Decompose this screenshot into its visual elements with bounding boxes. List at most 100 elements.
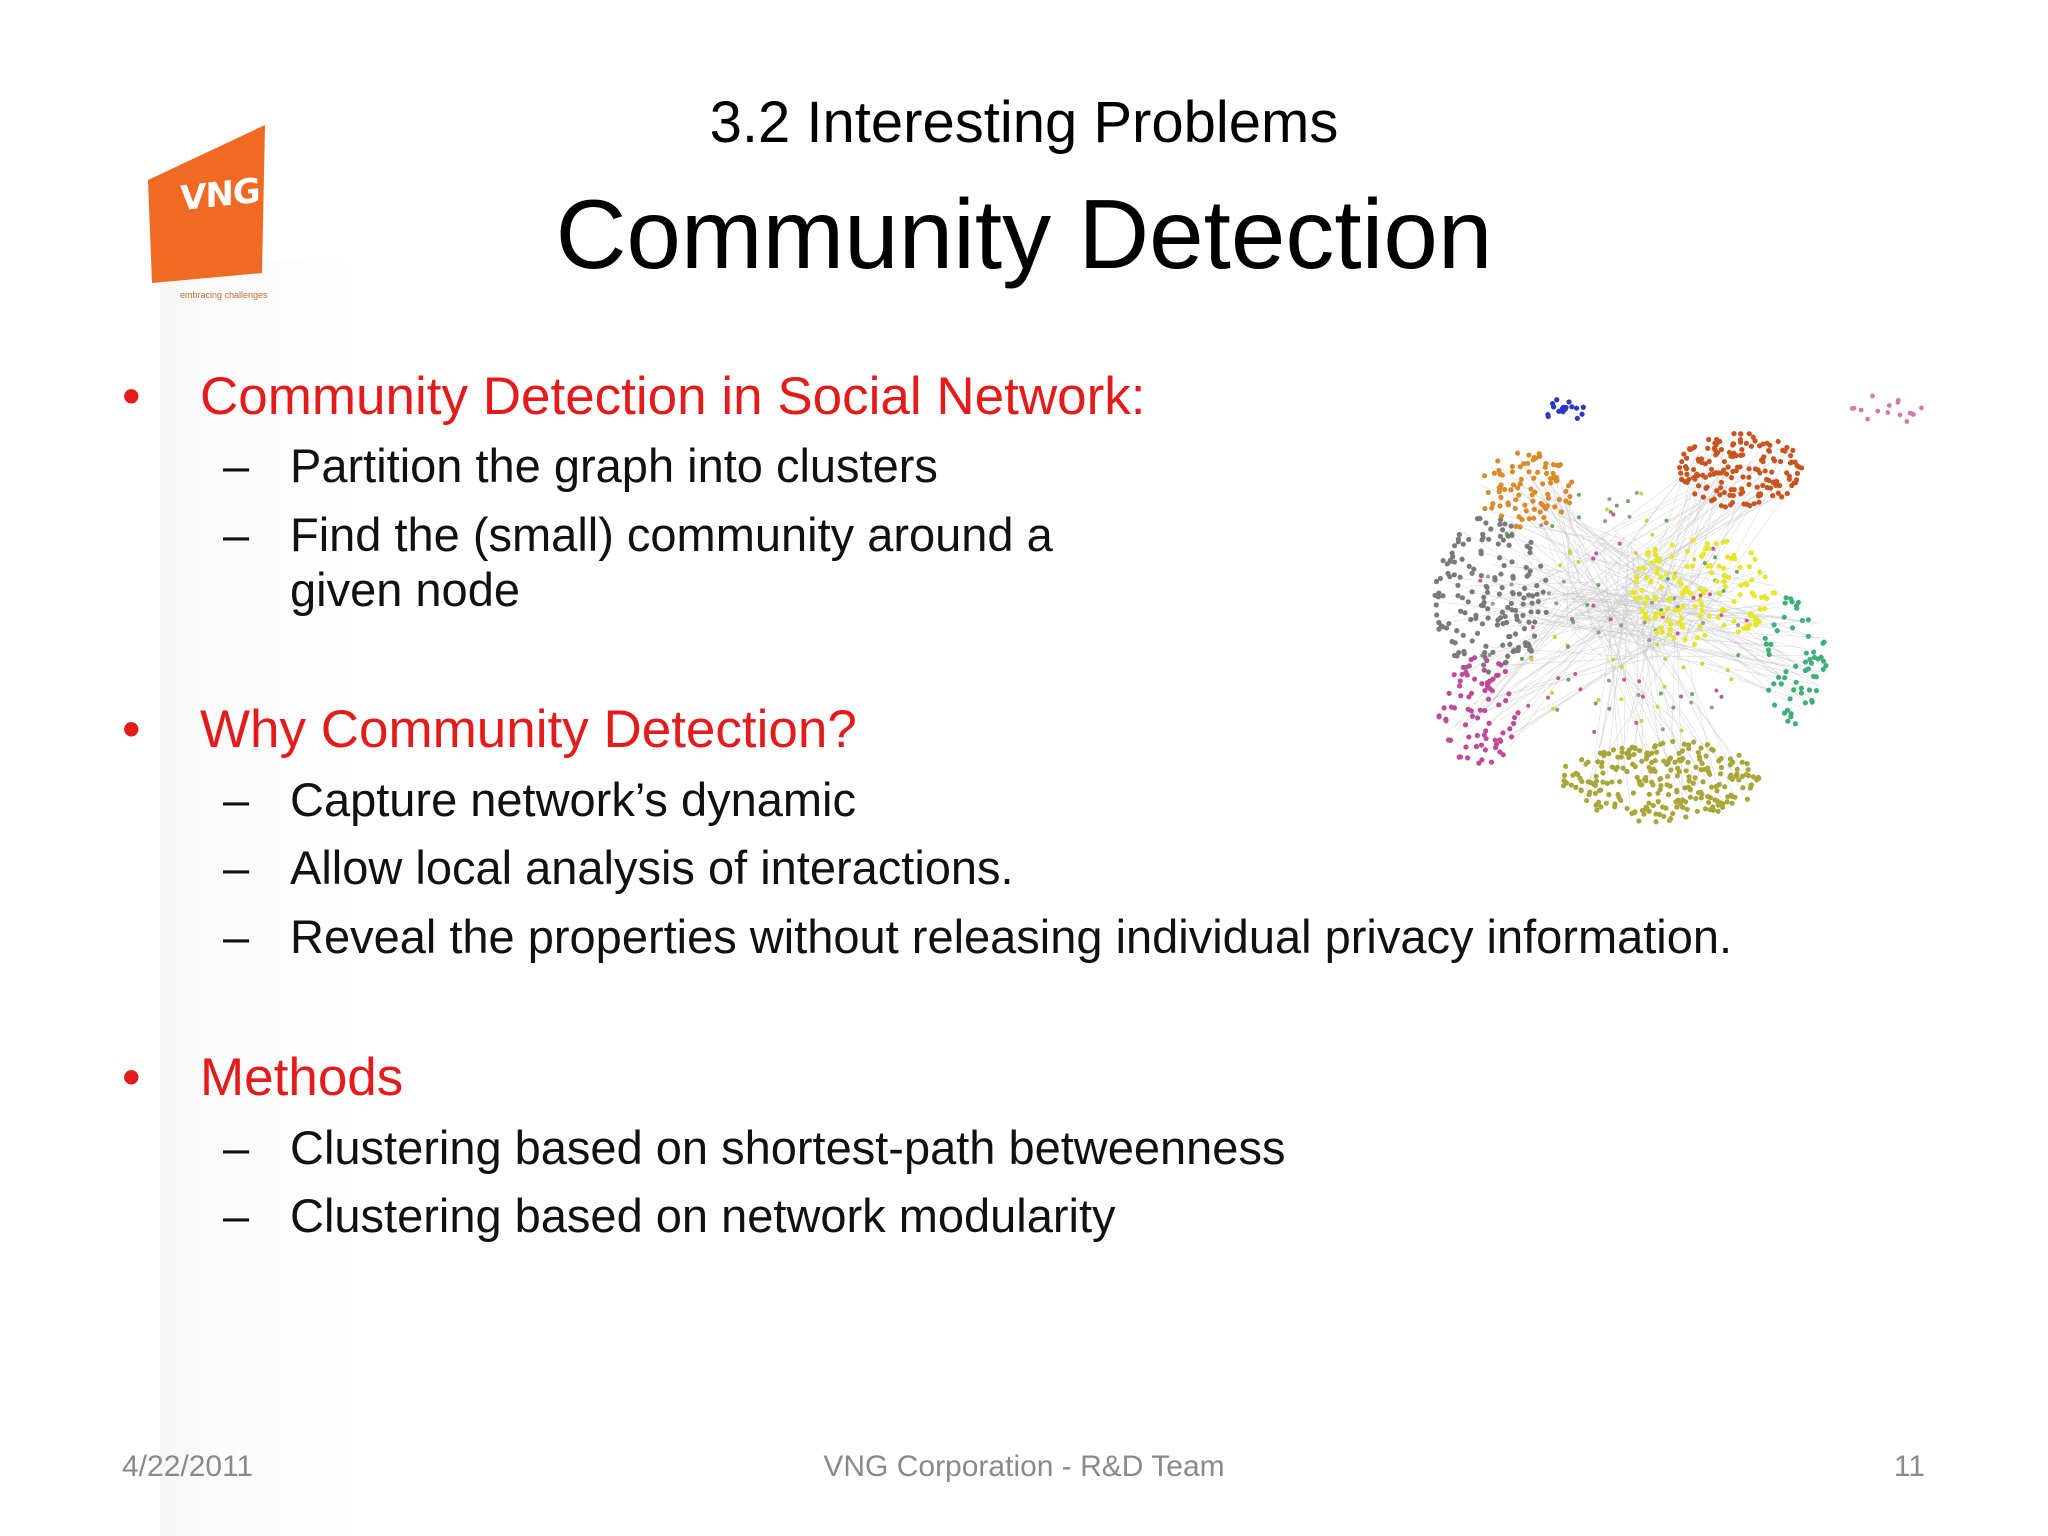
- graph-node: [1731, 431, 1737, 437]
- graph-node: [1466, 663, 1473, 669]
- graph-node: [1696, 458, 1702, 464]
- graph-node: [1634, 490, 1639, 495]
- graph-node: [1754, 484, 1760, 490]
- list-item: – Partition the graph into clusters: [223, 438, 938, 493]
- graph-node: [1775, 674, 1782, 680]
- graph-node: [1509, 532, 1515, 538]
- graph-node: [1485, 489, 1491, 496]
- graph-edge: [1481, 582, 1615, 672]
- graph-node: [1443, 625, 1450, 631]
- graph-edge: [1662, 447, 1714, 650]
- graph-node: [1752, 556, 1758, 562]
- graph-node: [1736, 752, 1742, 758]
- graph-node: [1654, 570, 1660, 576]
- graph-node: [1919, 405, 1924, 411]
- graph-node: [1530, 625, 1535, 630]
- graph-node: [1634, 774, 1640, 780]
- graph-node: [1746, 466, 1752, 472]
- graph-node: [1702, 806, 1709, 812]
- graph-node: [1690, 466, 1697, 473]
- graph-node: [1684, 471, 1690, 477]
- graph-node: [1658, 691, 1663, 696]
- graph-node: [1496, 591, 1502, 597]
- graph-node: [1642, 777, 1648, 783]
- graph-node: [1503, 697, 1509, 704]
- graph-node: [1802, 667, 1808, 674]
- graph-node: [1641, 565, 1647, 571]
- graph-node: [1685, 589, 1691, 595]
- graph-edge: [1603, 537, 1620, 772]
- graph-node: [1521, 626, 1528, 632]
- graph-node: [1820, 658, 1827, 664]
- graph-node: [1528, 486, 1534, 492]
- graph-node: [1617, 541, 1622, 546]
- graph-node: [1529, 657, 1534, 662]
- graph-node: [1661, 813, 1667, 820]
- graph-node: [1762, 574, 1768, 580]
- graph-edge: [1478, 641, 1631, 673]
- graph-node: [1619, 745, 1625, 751]
- graph-node: [1627, 514, 1632, 519]
- graph-node: [1655, 704, 1660, 709]
- graph-node: [1679, 459, 1685, 465]
- graph-node: [1692, 476, 1698, 482]
- graph-node: [1554, 478, 1560, 484]
- graph-node: [1570, 772, 1576, 778]
- graph-node: [1515, 710, 1521, 716]
- graph-node: [1471, 566, 1477, 572]
- graph-node: [1643, 806, 1649, 812]
- graph-node: [1643, 574, 1650, 581]
- graph-node: [1447, 574, 1453, 580]
- graph-node: [1665, 773, 1671, 779]
- graph-edge: [1596, 479, 1778, 608]
- graph-edge: [1631, 583, 1790, 666]
- graph-node: [1715, 450, 1721, 456]
- graph-node: [1452, 543, 1458, 549]
- graph-node: [1497, 471, 1503, 477]
- graph-node: [1521, 461, 1527, 467]
- graph-node: [1482, 687, 1488, 694]
- graph-node: [1671, 705, 1676, 710]
- graph-node: [1727, 756, 1733, 762]
- graph-edge: [1583, 553, 1653, 580]
- graph-node: [1698, 745, 1704, 751]
- graph-node: [1605, 507, 1610, 512]
- graph-node: [1534, 591, 1540, 597]
- bullet-icon: •: [122, 1048, 141, 1107]
- graph-edge: [1495, 604, 1601, 665]
- graph-node: [1475, 715, 1481, 721]
- graph-node: [1505, 533, 1511, 539]
- graph-node: [1531, 506, 1537, 512]
- graph-edge: [1506, 632, 1662, 743]
- graph-node: [1593, 778, 1600, 784]
- graph-node: [1509, 469, 1516, 475]
- graph-node: [1451, 572, 1457, 578]
- graph-node: [1591, 603, 1596, 608]
- graph-node: [1466, 563, 1472, 569]
- graph-edge: [1568, 623, 1801, 670]
- graph-node: [1751, 593, 1757, 599]
- graph-edge: [1503, 521, 1582, 608]
- graph-node: [1895, 399, 1901, 405]
- graph-node: [1619, 697, 1624, 702]
- graph-edge: [1644, 459, 1710, 655]
- graph-edge: [1493, 657, 1633, 666]
- vng-logo: VNG embracing challenges: [140, 115, 315, 305]
- graph-node: [1506, 542, 1512, 548]
- graph-node: [1699, 602, 1705, 608]
- graph-node: [1747, 622, 1753, 628]
- graph-node: [1573, 405, 1580, 411]
- graph-node: [1728, 475, 1735, 481]
- graph-node: [1566, 677, 1571, 682]
- graph-node: [1596, 583, 1601, 588]
- graph-node: [1566, 644, 1571, 649]
- graph-node: [1675, 797, 1681, 803]
- graph-node: [1674, 789, 1680, 795]
- graph-edge: [1522, 464, 1610, 607]
- graph-node: [1792, 459, 1798, 465]
- graph-edge: [1561, 487, 1585, 541]
- graph-node: [1708, 466, 1715, 472]
- graph-node: [1573, 672, 1578, 677]
- graph-node: [1614, 764, 1620, 770]
- section-heading-text: Methods: [200, 1048, 404, 1107]
